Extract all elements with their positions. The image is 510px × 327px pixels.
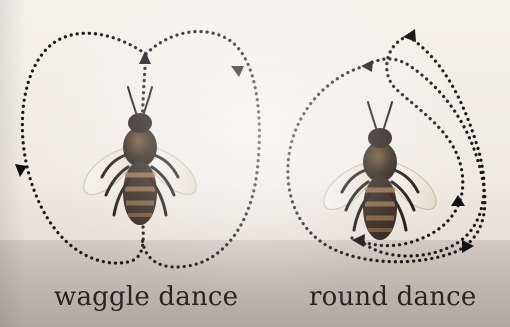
arrow-up-icon <box>451 195 465 206</box>
arrow-down-icon <box>231 66 244 77</box>
caption-waggle-dance: waggle dance <box>54 282 238 312</box>
arrow-left-icon <box>361 60 373 72</box>
arrow-left-icon <box>352 234 365 247</box>
arrow-right-icon <box>462 240 474 253</box>
bee-icon <box>84 87 196 225</box>
bee-left <box>84 87 196 225</box>
bee-icon <box>324 102 436 240</box>
bee-right <box>324 102 436 240</box>
arrow-left-icon <box>403 29 416 42</box>
arrow-down-icon <box>15 164 27 177</box>
caption-round-dance: round dance <box>309 282 477 312</box>
arrow-up-icon <box>139 51 151 64</box>
